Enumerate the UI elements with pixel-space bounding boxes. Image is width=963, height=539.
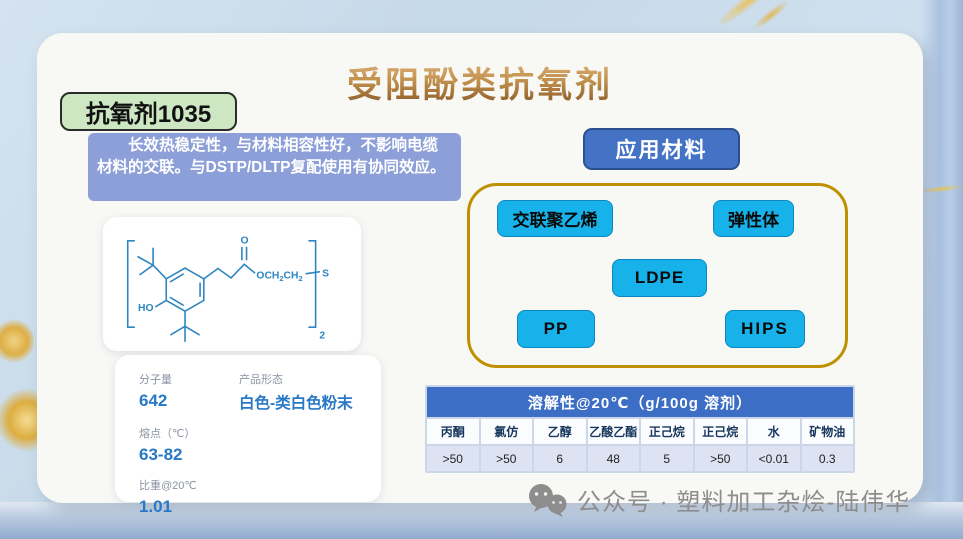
- product-description: 长效热稳定性，与材料相容性好，不影响电缆材料的交联。与DSTP/DLTP复配使用…: [88, 133, 461, 201]
- background-bottom-band: [0, 502, 963, 539]
- solubility-table-title: 溶解性@20℃（g/100g 溶剂）: [427, 387, 853, 417]
- material-chip-pp: PP: [517, 310, 595, 348]
- property-label: 产品形态: [239, 374, 283, 386]
- gold-glitter-blob: [0, 318, 34, 364]
- wechat-icon: [529, 483, 567, 517]
- property-label: 比重@20℃: [139, 480, 197, 492]
- table-value-cell: 48: [587, 446, 639, 471]
- property-value: 1.01: [139, 497, 173, 516]
- property-label: 熔点（℃）: [139, 428, 196, 440]
- table-value-cell: 0.3: [801, 446, 853, 471]
- footer-text: 公众号 · 塑料加工杂烩-陆伟华: [577, 489, 911, 516]
- solubility-table: 溶解性@20℃（g/100g 溶剂） 丙酮 氯仿 乙醇 乙酸乙酯 正己烷 正己烷…: [425, 385, 855, 473]
- application-materials-group-box: [467, 183, 848, 368]
- table-value-cell: <0.01: [748, 446, 800, 471]
- gold-streak: [749, 0, 793, 34]
- table-header-cell: 乙醇: [534, 419, 586, 444]
- material-chip-elastomer: 弹性体: [713, 200, 794, 237]
- structure-ho-label: HO: [138, 303, 154, 314]
- property-value: 63-82: [139, 445, 183, 464]
- product-name-label: 抗氧剂1035: [60, 92, 237, 131]
- slide-card: 受阻酚类抗氧剂 抗氧剂1035 长效热稳定性，与材料相容性好，不影响电缆材料的交…: [37, 33, 923, 516]
- table-value-cell: >50: [694, 446, 746, 471]
- solubility-table-header-row: 丙酮 氯仿 乙醇 乙酸乙酯 正己烷 正己烷 水 矿物油: [427, 419, 853, 444]
- table-header-cell: 水: [748, 419, 800, 444]
- structure-ester-chain-label: OCH2CH2: [256, 270, 302, 283]
- structure-sulfur-label: S: [322, 268, 329, 279]
- table-value-cell: >50: [427, 446, 479, 471]
- page-title: 受阻酚类抗氧剂: [37, 57, 923, 108]
- table-header-cell: 矿物油: [801, 419, 853, 444]
- table-value-cell: 5: [641, 446, 693, 471]
- property-specific-gravity: 比重@20℃ 1.01: [139, 477, 381, 517]
- material-chip-ldpe: LDPE: [612, 259, 707, 297]
- chemical-structure-card: HO O OCH2CH2 S 2: [103, 217, 361, 351]
- property-card: 分子量 642 产品形态 白色-类白色粉末 熔点（℃） 63-82 比重@20℃…: [115, 355, 381, 516]
- table-header-cell: 正己烷: [641, 419, 693, 444]
- solubility-table-value-row: >50 >50 6 48 5 >50 <0.01 0.3: [427, 446, 853, 471]
- table-header-cell: 丙酮: [427, 419, 479, 444]
- table-value-cell: >50: [480, 446, 532, 471]
- property-form: 产品形态 白色-类白色粉末: [239, 371, 381, 413]
- structure-repeat-subscript: 2: [319, 330, 325, 341]
- table-header-cell: 正己烷: [694, 419, 746, 444]
- application-materials-header: 应用材料: [583, 128, 740, 170]
- material-chip-xlpe: 交联聚乙烯: [497, 200, 613, 237]
- table-header-cell: 氯仿: [480, 419, 532, 444]
- table-header-cell: 乙酸乙酯: [587, 419, 639, 444]
- material-chip-hips: HIPS: [725, 310, 805, 348]
- table-value-cell: 6: [534, 446, 586, 471]
- background-right-marble-band: [921, 0, 963, 539]
- property-value: 642: [139, 391, 168, 410]
- property-label: 分子量: [139, 374, 172, 386]
- chemical-structure-diagram: HO O OCH2CH2 S 2: [126, 236, 329, 343]
- structure-carbonyl-o-label: O: [240, 236, 248, 247]
- footer-watermark: 公众号 · 塑料加工杂烩-陆伟华: [527, 482, 910, 517]
- property-molecular-weight: 分子量 642: [139, 371, 239, 413]
- property-melting-point: 熔点（℃） 63-82: [139, 425, 381, 465]
- property-value: 白色-类白色粉末: [239, 395, 353, 412]
